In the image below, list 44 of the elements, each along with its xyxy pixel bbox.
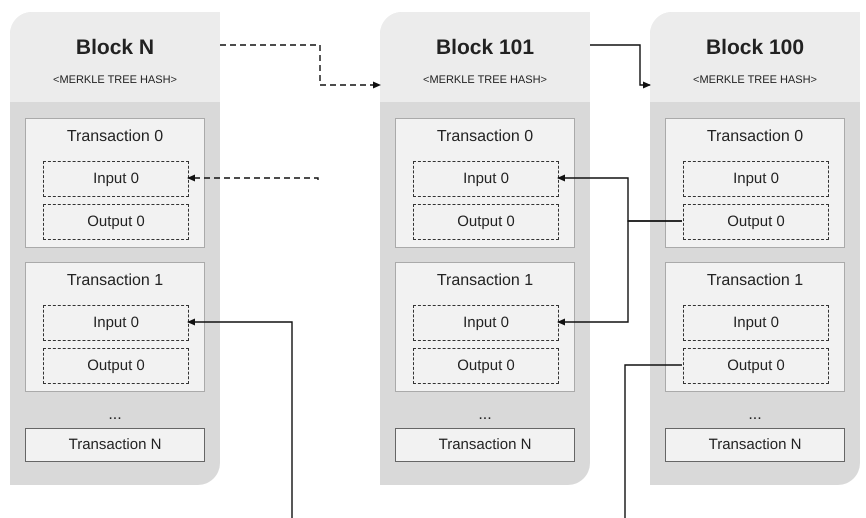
entry-box: Output 0 [683,204,829,240]
transaction-card [665,118,845,248]
transaction-title: Transaction 0 [436,128,534,146]
entry-box: Output 0 [43,348,189,384]
transaction-title: Transaction 0 [66,128,164,146]
block-card [10,12,220,485]
arrow [557,220,682,326]
ellipsis-text: ... [747,406,763,424]
entry-box: Input 0 [43,305,189,341]
block-title: Block N [74,36,156,60]
arrow [590,44,651,88]
hash-text: <MERKLE TREE HASH> [422,74,548,86]
hash-text: <MERKLE TREE HASH> [692,74,818,86]
entry-box: Output 0 [413,204,559,240]
transaction-card [665,262,845,392]
transaction-card [25,118,205,248]
transaction-title: Transaction 1 [706,272,804,290]
transaction-title: Transaction 1 [436,272,534,290]
arrow [220,44,381,88]
transaction-card [25,262,205,392]
entry-box: Input 0 [413,305,559,341]
transaction-title: Transaction 1 [66,272,164,290]
entry-box: Input 0 [43,161,189,197]
block-title: Block 101 [434,36,536,60]
transaction-card [395,118,575,248]
entry-box: Output 0 [43,204,189,240]
block-card [650,12,860,485]
transaction-card [395,262,575,392]
entry-box: Output 0 [683,348,829,384]
block-card [380,12,590,485]
arrow [187,318,293,518]
transaction-title: Transaction 0 [706,128,804,146]
ellipsis-text: ... [107,406,123,424]
transaction-box: Transaction N [395,428,575,462]
transaction-box: Transaction N [25,428,205,462]
entry-box: Input 0 [683,305,829,341]
ellipsis-text: ... [477,406,493,424]
entry-box: Input 0 [413,161,559,197]
arrow [187,174,319,182]
transaction-box: Transaction N [665,428,845,462]
block-title: Block 100 [704,36,806,60]
entry-box: Output 0 [413,348,559,384]
hash-text: <MERKLE TREE HASH> [52,74,178,86]
entry-box: Input 0 [683,161,829,197]
